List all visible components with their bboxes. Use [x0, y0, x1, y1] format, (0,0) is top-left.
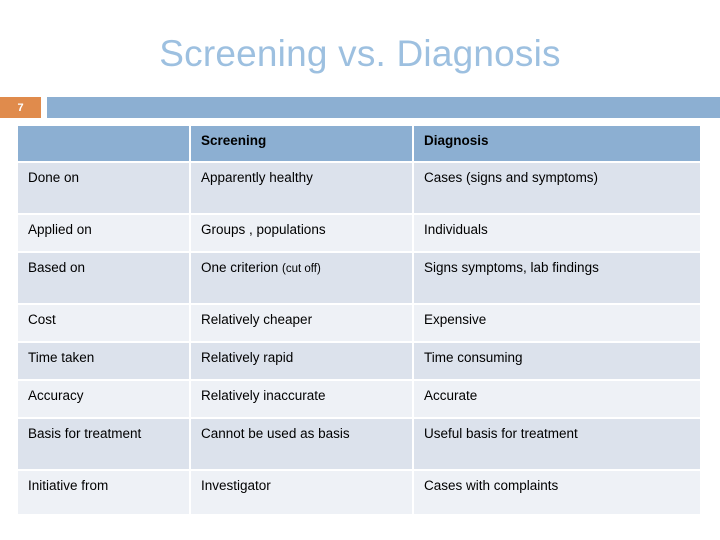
table-body: Done on Apparently healthy Cases (signs …: [18, 162, 700, 516]
row-label: Done on: [18, 162, 191, 215]
row-diagnosis-value: Cases with complaints: [413, 470, 700, 516]
table-row: Cost Relatively cheaper Expensive: [18, 304, 700, 343]
row-label: Applied on: [18, 214, 191, 253]
row-screening-value: Relatively inaccurate: [190, 380, 414, 419]
table-row: Time taken Relatively rapid Time consumi…: [18, 342, 700, 381]
row-label: Based on: [18, 252, 191, 305]
row-diagnosis-value: Useful basis for treatment: [413, 418, 700, 471]
column-header-screening: Screening: [190, 126, 414, 163]
slide-number-badge: 7: [0, 97, 41, 118]
row-label: Initiative from: [18, 470, 191, 516]
row-diagnosis-value: Accurate: [413, 380, 700, 419]
table-row: Initiative from Investigator Cases with …: [18, 470, 700, 516]
table-header-row: Screening Diagnosis: [18, 126, 700, 163]
table-row: Accuracy Relatively inaccurate Accurate: [18, 380, 700, 419]
row-screening-main: One criterion: [201, 260, 283, 275]
row-screening-note: (cut off): [282, 263, 321, 275]
row-screening-value: Cannot be used as basis: [190, 418, 414, 471]
row-screening-value: Apparently healthy: [190, 162, 414, 215]
header-accent-bar: [47, 97, 720, 118]
row-screening-value: Groups , populations: [190, 214, 414, 253]
column-header-diagnosis: Diagnosis: [413, 126, 700, 163]
row-diagnosis-value: Expensive: [413, 304, 700, 343]
row-diagnosis-value: Cases (signs and symptoms): [413, 162, 700, 215]
table-row: Based on One criterion (cut off) Signs s…: [18, 252, 700, 305]
page-title: Screening vs. Diagnosis: [159, 33, 561, 74]
table-row: Applied on Groups , populations Individu…: [18, 214, 700, 253]
row-label: Time taken: [18, 342, 191, 381]
row-screening-value: Relatively cheaper: [190, 304, 414, 343]
column-header-attribute: [18, 126, 191, 163]
table-row: Done on Apparently healthy Cases (signs …: [18, 162, 700, 215]
row-screening-value: One criterion (cut off): [190, 252, 414, 305]
row-diagnosis-value: Signs symptoms, lab findings: [413, 252, 700, 305]
row-diagnosis-value: Time consuming: [413, 342, 700, 381]
row-label: Cost: [18, 304, 191, 343]
screening-vs-diagnosis-table: Screening Diagnosis Done on Apparently h…: [18, 126, 700, 516]
row-screening-value: Relatively rapid: [190, 342, 414, 381]
row-label: Accuracy: [18, 380, 191, 419]
table-row: Basis for treatment Cannot be used as ba…: [18, 418, 700, 471]
row-screening-value: Investigator: [190, 470, 414, 516]
header-band: 7: [0, 97, 720, 118]
row-label: Basis for treatment: [18, 418, 191, 471]
row-diagnosis-value: Individuals: [413, 214, 700, 253]
